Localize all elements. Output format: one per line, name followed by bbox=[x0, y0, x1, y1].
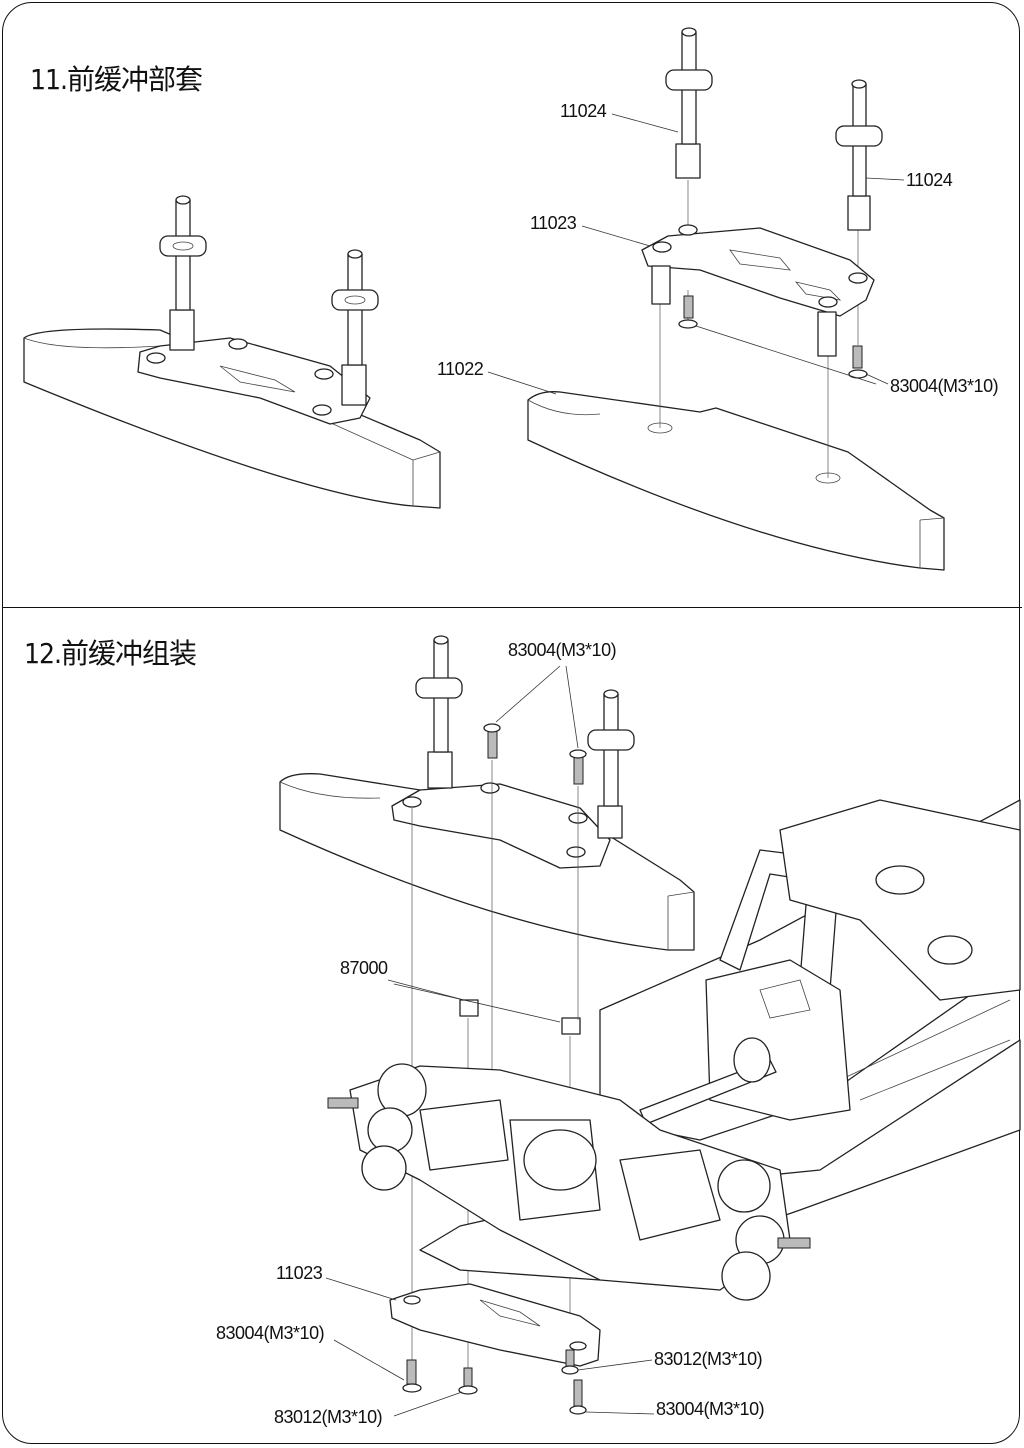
label-11024-right: 11024 bbox=[906, 170, 953, 190]
s11-assembled-bumper bbox=[23, 195, 441, 509]
s12-leader-lines bbox=[325, 665, 655, 1417]
label-11022: 11022 bbox=[437, 359, 484, 379]
s12-lower-plate bbox=[389, 1283, 601, 1415]
s12-bumper-assembly bbox=[279, 635, 695, 1035]
label-87000: 87000 bbox=[340, 958, 388, 978]
section-12-title: 12.前缓冲组装 bbox=[24, 637, 197, 670]
label-83004-bottom-left: 83004(M3*10) bbox=[216, 1323, 325, 1343]
label-83012-bottom-left: 83012(M3*10) bbox=[274, 1407, 383, 1427]
label-11023: 11023 bbox=[530, 213, 577, 233]
label-83012-bottom-right: 83012(M3*10) bbox=[654, 1349, 763, 1369]
section-11-title: 11.前缓冲部套 bbox=[30, 63, 203, 96]
section-divider bbox=[2, 607, 1022, 608]
label-83004-top: 83004(M3*10) bbox=[508, 640, 617, 660]
s12-chassis bbox=[327, 799, 1021, 1301]
s11-leader-lines bbox=[487, 113, 905, 395]
label-11024-left: 11024 bbox=[560, 101, 607, 121]
label-11023-s12: 11023 bbox=[276, 1263, 323, 1283]
label-83004-s11: 83004(M3*10) bbox=[890, 376, 999, 396]
label-83004-bottom-right: 83004(M3*10) bbox=[656, 1399, 765, 1419]
